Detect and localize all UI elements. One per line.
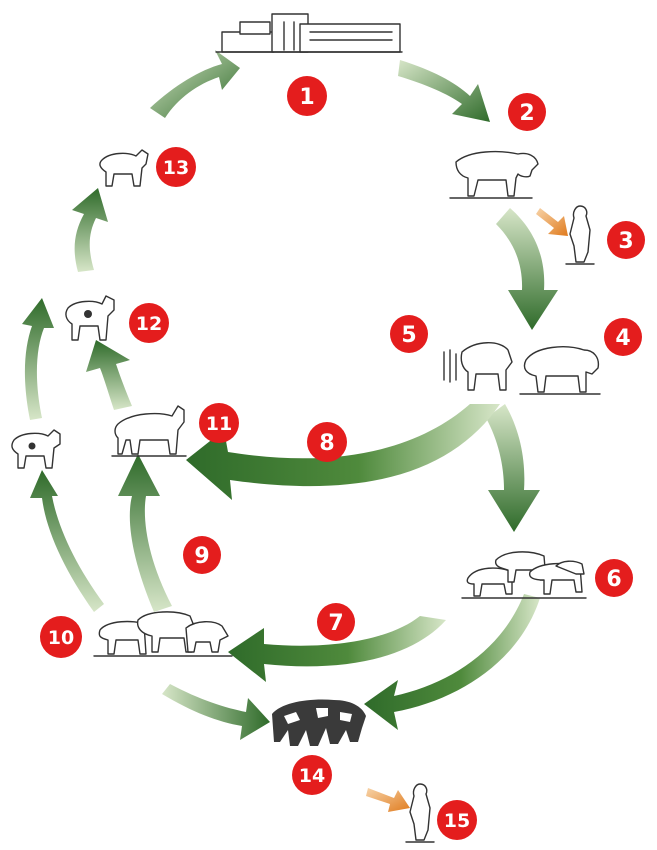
- step-badge-11: 11: [199, 403, 239, 443]
- step-badge-9: 9: [183, 536, 221, 574]
- step-number: 15: [444, 810, 470, 832]
- step-number: 12: [136, 313, 162, 335]
- step-number: 3: [618, 229, 633, 254]
- step-badge-4: 4: [604, 318, 642, 356]
- arrow-12-to-13: [72, 188, 108, 272]
- bull-icon: [444, 343, 512, 390]
- calf-icon: [12, 430, 60, 468]
- step-number: 14: [299, 765, 325, 787]
- arrow-10-to-14: [162, 684, 270, 740]
- step-number: 1: [299, 85, 314, 110]
- step-number: 2: [519, 101, 534, 126]
- step-badge-6: 6: [595, 559, 633, 597]
- cow-icon: [112, 406, 186, 456]
- step-number: 10: [48, 627, 74, 649]
- building-icon: [216, 14, 402, 52]
- calf-icon: [100, 150, 148, 186]
- crowd-icon: [272, 700, 366, 746]
- step-number: 8: [319, 431, 334, 456]
- step-number: 5: [401, 323, 416, 348]
- step-badge-7: 7: [317, 603, 355, 641]
- arrow-9: [118, 454, 172, 612]
- step-badge-14: 14: [292, 755, 332, 795]
- step-badge-5: 5: [390, 315, 428, 353]
- arrow-1-to-2: [398, 60, 490, 122]
- step-badge-15: 15: [437, 800, 477, 840]
- step-badge-10: 10: [40, 616, 82, 658]
- buffalo-icon: [520, 347, 600, 394]
- step-badge-3: 3: [607, 221, 645, 259]
- arrow-14-to-15: [366, 788, 410, 812]
- step-badge-12: 12: [129, 303, 169, 343]
- arrow-11-to-12: [86, 340, 132, 410]
- step-badge-2: 2: [508, 93, 546, 131]
- step-badge-1: 1: [287, 76, 327, 116]
- step-number: 7: [328, 611, 343, 636]
- technician-icon: [566, 206, 594, 264]
- arrow-2-to-4: [496, 208, 558, 330]
- arrow-13-to-1: [150, 50, 240, 118]
- bull-icon: [450, 152, 538, 198]
- arrow-6-to-14: [364, 594, 540, 730]
- step-number: 4: [615, 326, 630, 351]
- arrow-2-to-3: [536, 208, 568, 236]
- arrow-calf-to-12: [22, 298, 54, 420]
- cattle-herd-icon: [462, 552, 586, 598]
- step-number: 11: [206, 413, 232, 435]
- step-number: 9: [194, 544, 209, 569]
- arrow-10-to-calf: [30, 470, 104, 612]
- technician-icon: [406, 784, 434, 842]
- cattle-herd-icon: [94, 612, 232, 656]
- step-badge-8: 8: [307, 422, 347, 462]
- calf-icon: [66, 296, 114, 340]
- arrow-4-to-6: [486, 404, 540, 532]
- step-number: 13: [163, 157, 189, 179]
- step-badge-13: 13: [156, 147, 196, 187]
- step-number: 6: [606, 567, 621, 592]
